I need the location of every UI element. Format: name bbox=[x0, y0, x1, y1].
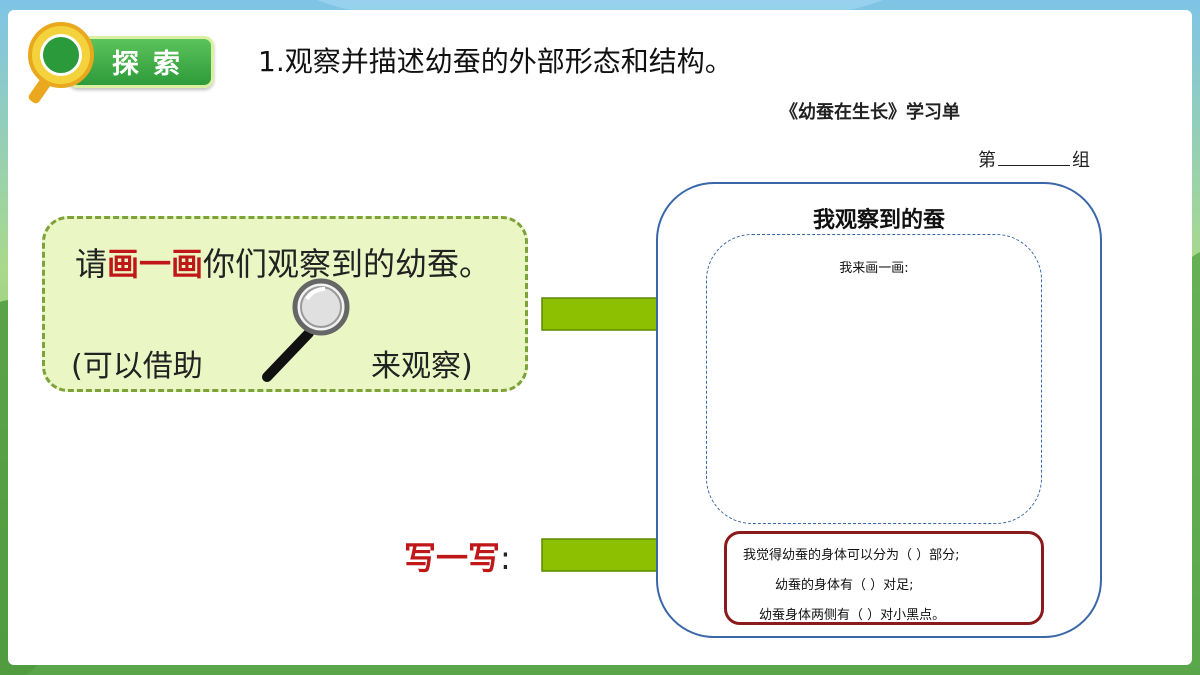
magnifier-badge-icon bbox=[28, 22, 94, 88]
writing-line-3[interactable]: 幼蚕身体两侧有（ ）对小黑点。 bbox=[759, 608, 946, 623]
page-heading: 1.观察并描述幼蚕的外部形态和结构。 bbox=[258, 45, 733, 78]
writing-line-2[interactable]: 幼蚕的身体有（ ）对足; bbox=[775, 578, 914, 593]
group-suffix: 组 bbox=[1072, 150, 1090, 171]
instruction-highlight: 画一画 bbox=[107, 245, 204, 283]
drawing-area-label: 我来画一画: bbox=[839, 261, 909, 276]
worksheet-box-heading: 我观察到的蚕 bbox=[812, 208, 945, 233]
writing-line-1[interactable]: 我觉得幼蚕的身体可以分为（ ）部分; bbox=[743, 548, 960, 563]
instruction-card: 请画一画你们观察到的幼蚕。 (可以借助 来观察) bbox=[42, 216, 528, 392]
instruction-line-2-prefix: (可以借助 bbox=[71, 349, 203, 384]
writing-area: 我觉得幼蚕的身体可以分为（ ）部分; 幼蚕的身体有（ ）对足; 幼蚕身体两侧有（… bbox=[724, 531, 1044, 625]
group-prefix: 第 bbox=[978, 150, 996, 171]
instruction-line-2-suffix: 来观察) bbox=[371, 349, 473, 384]
worksheet-box: 我观察到的蚕 我来画一画: 我觉得幼蚕的身体可以分为（ ）部分; 幼蚕的身体有（… bbox=[656, 182, 1102, 638]
instruction-suffix: 你们观察到的幼蚕。 bbox=[203, 245, 492, 283]
write-prompt: 写一写: bbox=[404, 533, 511, 579]
write-prompt-label: 写一写 bbox=[404, 539, 501, 577]
magnifying-glass-icon bbox=[262, 278, 350, 382]
group-number-label: 第组 bbox=[978, 146, 1090, 172]
drawing-area[interactable]: 我来画一画: bbox=[706, 234, 1042, 524]
write-prompt-colon: : bbox=[500, 539, 511, 577]
instruction-line-1: 请画一画你们观察到的幼蚕。 bbox=[75, 239, 491, 285]
worksheet-title: 《幼蚕在生长》学习单 bbox=[780, 102, 960, 123]
section-badge: 探索 bbox=[27, 22, 214, 105]
badge-lens-inner bbox=[40, 34, 82, 76]
badge-label: 探索 bbox=[112, 49, 194, 80]
instruction-prefix: 请 bbox=[75, 245, 108, 283]
group-number-blank[interactable] bbox=[998, 149, 1070, 166]
